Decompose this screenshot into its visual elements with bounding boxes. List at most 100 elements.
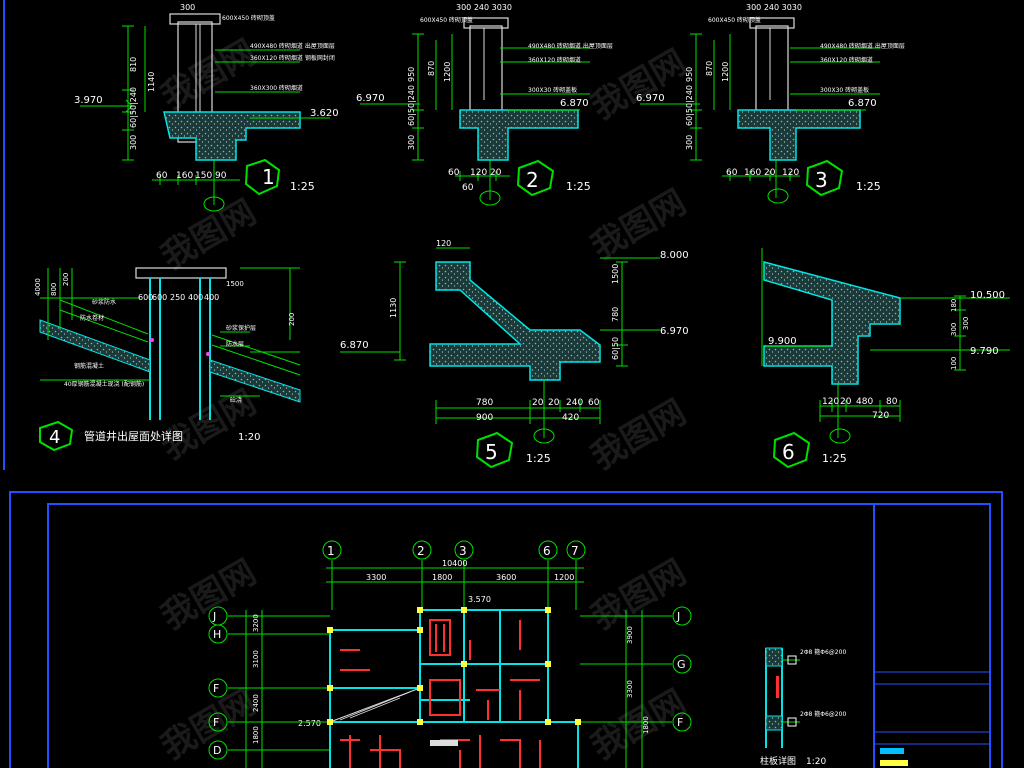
detail-5-dim-v: 1500 <box>611 264 620 284</box>
detail-3-dim-v: 60|50|240 <box>685 85 694 126</box>
plan-dim-right: 3300 <box>626 680 634 698</box>
detail-4-dim: 200 <box>288 313 296 326</box>
axis-left-label: F <box>213 682 219 695</box>
detail-6-dim-h: 120 <box>822 397 839 407</box>
detail-2-note: 600X450 砖砌顶盖 <box>420 16 473 24</box>
axis-top-label: 6 <box>543 544 551 558</box>
detail-3-elev-right: 6.870 <box>848 98 877 109</box>
detail-3-elev-left: 6.970 <box>636 93 665 104</box>
detail-3-number: 3 <box>815 168 828 192</box>
detail-1-note: 490X480 砖砌烟道 出屋顶面层 <box>250 42 335 50</box>
detail-4-note: 防水卷材 <box>80 314 104 322</box>
detail-6-elev-left: 9.900 <box>768 336 797 347</box>
detail-3-note: 600X450 砖砌顶盖 <box>708 16 761 24</box>
watermark-text: 我图网 <box>155 382 263 468</box>
column-note: 2Φ8 箍Φ6@200 <box>800 648 846 656</box>
detail-1-top-dim: 300 <box>180 3 195 12</box>
plan-dim-right: 1800 <box>642 716 650 734</box>
detail-4-dim: 600 <box>138 293 153 302</box>
detail-3-note: 490X480 砖砌烟道 出屋顶面层 <box>820 42 905 50</box>
detail-1-dim-h: 150 <box>195 171 212 181</box>
detail-4-scale: 1:20 <box>238 432 260 443</box>
detail-5-dim-v: 780 <box>611 307 620 322</box>
detail-6-number: 6 <box>782 440 795 464</box>
detail-5-dim-h: 20 <box>548 398 560 408</box>
detail-3-top-dim: 300 240 3030 <box>746 3 802 12</box>
sheet-frame <box>3 0 1003 768</box>
detail-4-dim: 1500 <box>226 280 244 288</box>
detail-4-note: 防水层 <box>226 340 244 348</box>
axis-left-label: J <box>212 610 216 623</box>
detail-2-note: 360X120 砖砌烟道 <box>528 56 581 64</box>
detail-2-elev-left: 6.970 <box>356 93 385 104</box>
axis-top-label: 7 <box>571 544 579 558</box>
detail-6-dim-v: 100 <box>950 357 958 370</box>
detail-5-dim-h2: 900 <box>476 413 493 423</box>
detail-1-note: 360X300 砖砌烟道 <box>250 84 303 92</box>
watermark-text: 我图网 <box>585 552 693 638</box>
detail-2-note: 300X30 砖砌盖板 <box>528 86 577 94</box>
detail-6-dim-v: 300 <box>962 317 970 330</box>
detail-3-dim-h: 120 <box>782 168 799 178</box>
plan-dim-left: 2400 <box>252 694 260 712</box>
detail-5-dim-h: 780 <box>476 398 493 408</box>
axis-top-label: 1 <box>327 544 335 558</box>
plan-dim-top: 1200 <box>554 573 574 582</box>
plan-elev-left: 2.570 <box>298 719 321 728</box>
watermark-text: 我图网 <box>155 32 263 118</box>
plan-dim-top: 3600 <box>496 573 516 582</box>
title-block-mark <box>880 760 908 766</box>
detail-4-dim: 400 <box>204 293 219 302</box>
detail-2-dim-v: 1200 <box>443 62 452 82</box>
detail-5-dim-v: 1130 <box>389 298 398 318</box>
detail-1-dim-h: 90 <box>215 171 227 181</box>
detail-6-dim-h: 20 <box>840 397 852 407</box>
detail-4-dim: 800 <box>50 283 58 296</box>
plan-elev-top: 3.570 <box>468 595 491 604</box>
detail-2-dim-h: 120 <box>470 168 487 178</box>
detail-2: 2 1:25 6.970 6.870 300 240 3030 950 870 … <box>356 3 613 206</box>
detail-2-dim-v: 300 <box>407 135 416 150</box>
detail-2-dim-h2: 60 <box>462 183 474 193</box>
detail-4-note: 砼浇 <box>230 396 242 404</box>
detail-2-dim-v: 950 <box>407 67 416 82</box>
column-detail-scale: 1:20 <box>806 757 826 767</box>
column-detail: 2Φ8 箍Φ6@200 2Φ8 箍Φ6@200 柱板详图 1:20 <box>760 647 846 767</box>
detail-1-dim-v: 300 <box>129 135 138 150</box>
detail-2-dim-h: 60 <box>448 168 460 178</box>
detail-6-elev-top: 10.500 <box>970 290 1005 301</box>
detail-2-scale: 1:25 <box>566 180 591 193</box>
detail-3-dim-h: 60 <box>726 168 738 178</box>
detail-6: 6 1:25 10.500 9.900 9.790 180 300 100 30… <box>761 248 1010 469</box>
detail-4-dim: 250 <box>170 293 185 302</box>
axis-right-label: G <box>677 658 686 671</box>
detail-5-elev-mid: 6.970 <box>660 326 689 337</box>
detail-1-note: 360X120 砖砌烟道 钢板网封闭 <box>250 54 335 62</box>
watermark-text: 我图网 <box>155 192 263 278</box>
detail-4-note: 40厚钢筋混凝土现浇 (配钢筋) <box>64 380 144 388</box>
detail-6-dim-h: 80 <box>886 397 898 407</box>
detail-5-dim-v: 60|50 <box>611 337 620 360</box>
title-block-mark <box>880 748 904 754</box>
detail-6-dim-h2: 720 <box>872 411 889 421</box>
axis-top-label: 2 <box>417 544 425 558</box>
detail-6-dim-h: 480 <box>856 397 873 407</box>
plan-dim-left: 3200 <box>252 614 260 632</box>
detail-1: 1 1:25 3.970 3.620 300 810 1140 60|50|24… <box>74 3 339 212</box>
detail-5-number: 5 <box>485 440 498 464</box>
detail-5-elev-top: 8.000 <box>660 250 689 261</box>
detail-2-elev-right: 6.870 <box>560 98 589 109</box>
detail-1-number: 1 <box>262 165 275 189</box>
detail-6-scale: 1:25 <box>822 452 847 465</box>
axis-top-label: 3 <box>459 544 467 558</box>
detail-5-dim-h: 60 <box>588 398 600 408</box>
detail-3-note: 360X120 砖砌烟道 <box>820 56 873 64</box>
plan-dim-left: 3100 <box>252 650 260 668</box>
detail-4-title: 管道井出屋面处详图 <box>84 429 183 443</box>
detail-3-note: 300X30 砖砌盖板 <box>820 86 869 94</box>
detail-4-dim: 600 <box>152 293 167 302</box>
detail-2-dim-v: 870 <box>427 61 436 76</box>
detail-3-dim-h: 160 <box>744 168 761 178</box>
detail-1-note: 600X450 砖砌顶盖 <box>222 14 275 22</box>
detail-4-dim: 4000 <box>34 278 42 296</box>
